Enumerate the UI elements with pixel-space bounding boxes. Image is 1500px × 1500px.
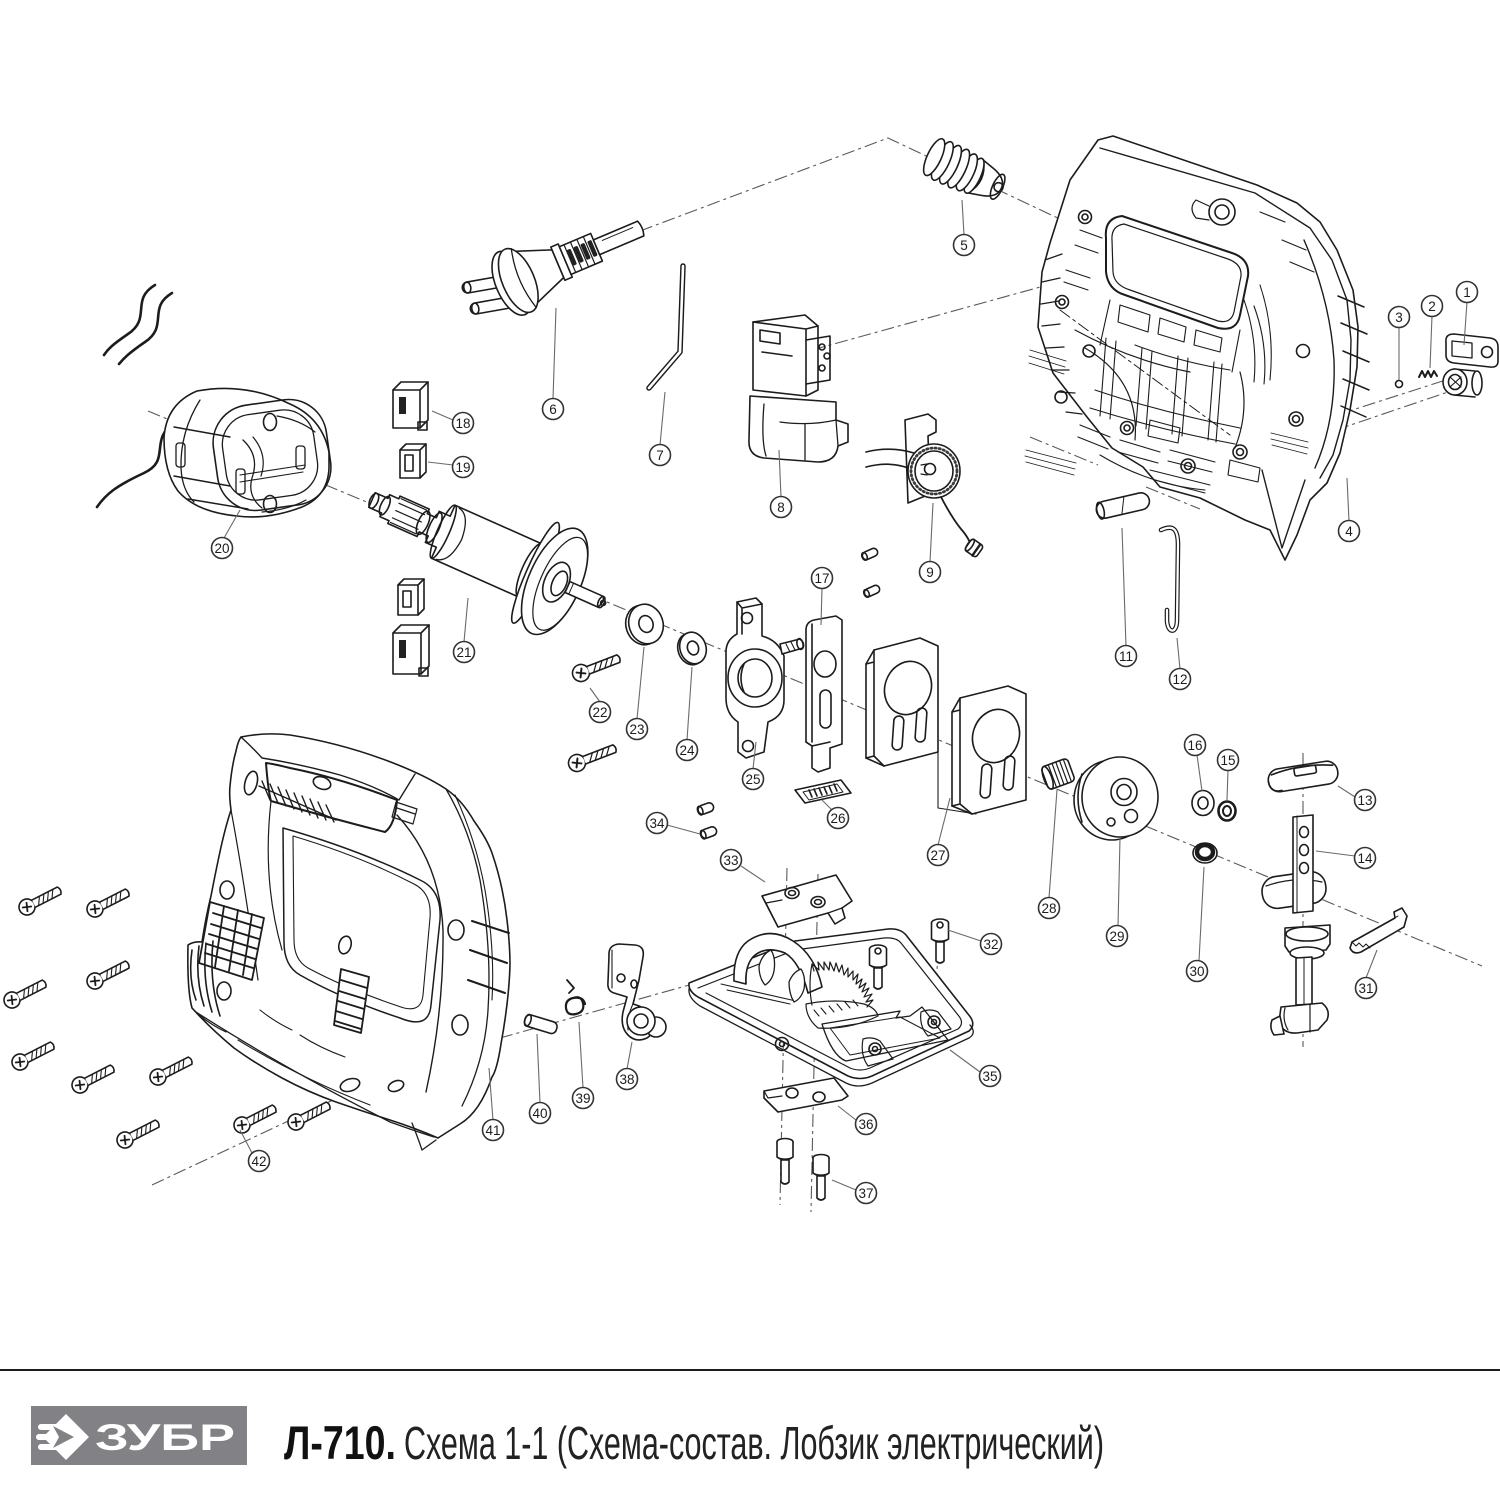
svg-text:Л-710.: Л-710. — [284, 1416, 396, 1469]
svg-text:14: 14 — [1357, 851, 1373, 866]
svg-text:9: 9 — [926, 565, 934, 580]
svg-text:12: 12 — [1172, 672, 1187, 687]
svg-text:13: 13 — [1357, 793, 1372, 808]
svg-text:29: 29 — [1109, 929, 1124, 944]
svg-text:17: 17 — [814, 571, 829, 586]
svg-text:19: 19 — [455, 460, 470, 475]
svg-text:7: 7 — [656, 448, 664, 463]
svg-text:35: 35 — [982, 1069, 997, 1084]
svg-text:37: 37 — [858, 1186, 873, 1201]
svg-text:25: 25 — [745, 772, 760, 787]
svg-text:1: 1 — [1463, 285, 1471, 300]
svg-text:2: 2 — [1428, 299, 1436, 314]
svg-text:40: 40 — [532, 1106, 547, 1121]
svg-text:23: 23 — [629, 722, 644, 737]
svg-text:42: 42 — [251, 1154, 266, 1169]
svg-text:4: 4 — [1345, 524, 1353, 539]
svg-text:21: 21 — [456, 645, 471, 660]
svg-text:24: 24 — [679, 743, 695, 758]
svg-text:3: 3 — [1395, 310, 1403, 325]
svg-text:8: 8 — [777, 500, 785, 515]
svg-text:34: 34 — [649, 816, 665, 831]
svg-text:15: 15 — [1220, 753, 1235, 768]
svg-text:5: 5 — [960, 238, 968, 253]
svg-text:18: 18 — [455, 416, 470, 431]
svg-text:33: 33 — [723, 853, 738, 868]
svg-text:6: 6 — [549, 402, 557, 417]
svg-text:41: 41 — [485, 1123, 500, 1138]
svg-text:22: 22 — [592, 705, 607, 720]
svg-text:26: 26 — [830, 811, 845, 826]
svg-text:28: 28 — [1041, 901, 1056, 916]
svg-text:20: 20 — [214, 541, 229, 556]
svg-text:Схема 1-1 (Схема-состав. Лобзи: Схема 1-1 (Схема-состав. Лобзик электрич… — [404, 1417, 1104, 1469]
svg-text:16: 16 — [1187, 738, 1202, 753]
svg-text:27: 27 — [930, 848, 945, 863]
svg-text:39: 39 — [575, 1091, 590, 1106]
svg-text:36: 36 — [858, 1117, 873, 1132]
svg-text:ЗУБР: ЗУБР — [95, 1417, 235, 1458]
svg-text:38: 38 — [619, 1072, 634, 1087]
svg-text:11: 11 — [1119, 649, 1133, 664]
svg-text:32: 32 — [983, 937, 998, 952]
svg-text:31: 31 — [1358, 981, 1373, 996]
svg-text:30: 30 — [1189, 964, 1204, 979]
